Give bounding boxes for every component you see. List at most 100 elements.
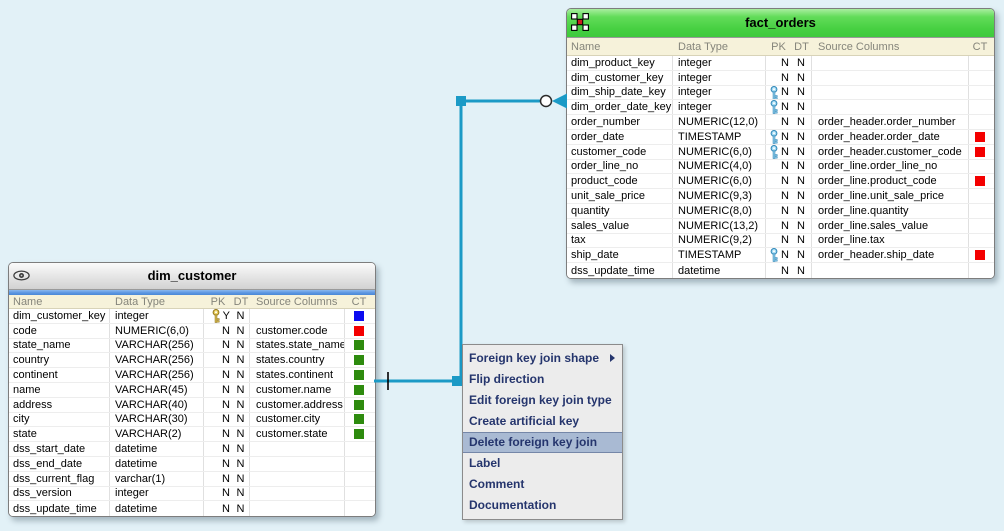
column-ct <box>969 71 991 85</box>
column-pk-flag: N <box>204 353 232 367</box>
pk-value: N <box>781 160 789 173</box>
column-source: order_header.order_number <box>812 115 969 129</box>
menu-item-label: Foreign key join shape <box>469 351 600 365</box>
column-pk-flag: N <box>766 71 791 85</box>
column-name: dim_product_key <box>567 56 673 70</box>
column-pk-flag: N <box>766 144 791 159</box>
pk-value: N <box>781 249 789 262</box>
menu-item-label[interactable]: Label <box>463 453 622 474</box>
column-pk-flag: N <box>766 204 791 218</box>
column-data-type: VARCHAR(45) <box>110 382 204 397</box>
column-source: customer.code <box>250 323 345 338</box>
menu-item-label: Flip direction <box>469 372 545 386</box>
column-pk-flag: N <box>766 115 791 129</box>
column-name: dim_order_date_key <box>567 100 673 115</box>
menu-item-comment[interactable]: Comment <box>463 474 622 495</box>
column-ct <box>345 501 373 516</box>
menu-item-flip-direction[interactable]: Flip direction <box>463 369 622 390</box>
pk-value: N <box>222 324 230 337</box>
column-source <box>250 442 345 456</box>
column-data-type: datetime <box>110 456 204 471</box>
column-ct <box>969 219 991 233</box>
column-source: states.country <box>250 353 345 368</box>
blue-key-icon <box>769 248 779 263</box>
column-ct <box>345 413 373 427</box>
table-title-bar[interactable]: dim_customer <box>9 263 375 290</box>
col-header-dt: DT <box>233 295 249 308</box>
column-data-type: VARCHAR(256) <box>110 368 204 382</box>
column-data-type: VARCHAR(256) <box>110 353 204 368</box>
menu-item-edit-foreign-key-join-type[interactable]: Edit foreign key join type <box>463 390 622 411</box>
column-data-type: integer <box>673 56 766 70</box>
column-name: customer_code <box>567 144 673 159</box>
connector-handle-top[interactable] <box>456 96 466 106</box>
column-dt-flag: N <box>791 248 812 263</box>
column-dt-flag: N <box>232 368 250 382</box>
col-header-data-type: Data Type <box>115 295 165 308</box>
pk-value: N <box>781 86 789 99</box>
col-header-dt: DT <box>794 40 809 53</box>
ct-red-marker <box>975 131 985 142</box>
column-name: dss_update_time <box>9 501 110 517</box>
pk-value: N <box>781 175 789 188</box>
pk-value: N <box>781 145 789 158</box>
column-source: order_header.customer_code <box>812 144 969 159</box>
column-data-type: datetime <box>110 501 204 517</box>
column-name: unit_sale_price <box>567 189 673 203</box>
menu-item-documentation[interactable]: Documentation <box>463 495 622 516</box>
column-data-type: NUMERIC(9,3) <box>673 189 766 203</box>
column-source: order_line.product_code <box>812 174 969 189</box>
connector-line[interactable] <box>374 99 540 383</box>
column-pk-flag: N <box>204 368 232 382</box>
column-source <box>812 263 969 278</box>
column-source: customer.name <box>250 382 345 397</box>
menu-item-create-artificial-key[interactable]: Create artificial key <box>463 411 622 432</box>
table-title-bar[interactable]: fact_orders <box>567 9 994 38</box>
column-dt-flag: N <box>232 338 250 353</box>
menu-item-delete-foreign-key-join[interactable]: Delete foreign key join <box>463 432 622 453</box>
column-ct <box>969 100 991 114</box>
column-ct <box>969 204 991 218</box>
column-ct <box>345 442 373 456</box>
column-name: sales_value <box>567 218 673 233</box>
column-dt-flag: N <box>791 263 812 278</box>
blue-key-icon <box>769 100 779 115</box>
column-source: states.state_name <box>250 338 345 353</box>
column-dt-flag: N <box>232 501 250 517</box>
menu-item-foreign-key-join-shape[interactable]: Foreign key join shape <box>463 348 622 369</box>
pk-value: N <box>222 398 230 411</box>
connector-handle-bottom[interactable] <box>452 376 462 386</box>
